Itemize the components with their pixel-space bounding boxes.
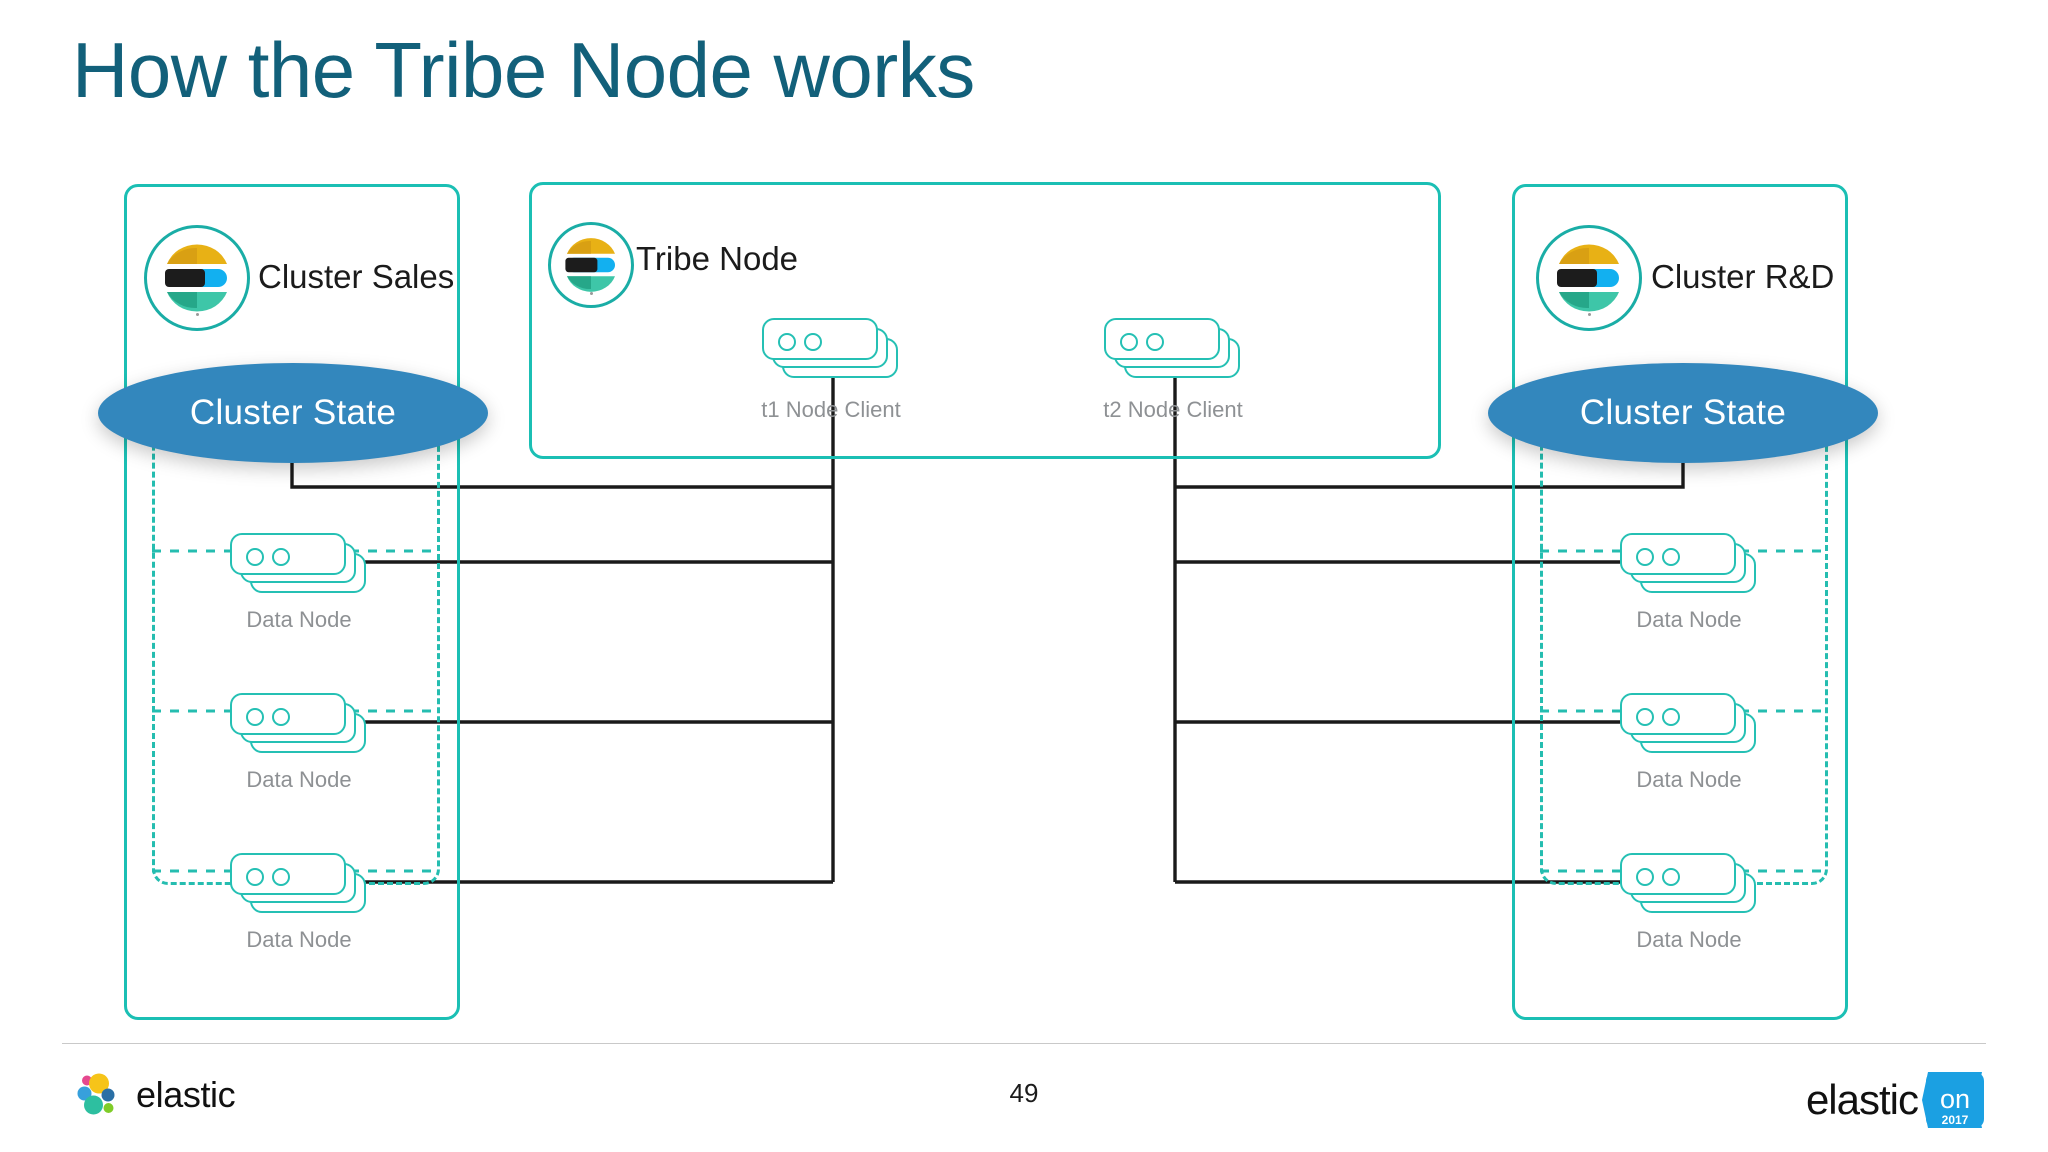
drive-bay-icon	[1146, 333, 1164, 351]
drive-bay-icon	[272, 548, 290, 566]
elastic-brand-logo: elastic	[72, 1070, 236, 1120]
badge-dot	[589, 292, 593, 296]
stack-layer-front	[1104, 318, 1220, 360]
tribe-client-label: t2 Node Client	[1103, 397, 1243, 422]
server-stack-icon[interactable]	[1620, 853, 1756, 915]
server-stack-icon[interactable]	[1620, 693, 1756, 755]
elastic-e-icon	[548, 222, 634, 308]
footer-divider	[62, 1043, 1986, 1044]
tribe-node-container[interactable]	[529, 182, 1441, 459]
stack-layer-front	[762, 318, 878, 360]
elastic-e-icon	[144, 225, 250, 331]
badge-dot	[1587, 313, 1591, 316]
page-title: How the Tribe Node works	[72, 26, 975, 114]
tribe-node-label: Tribe Node	[636, 240, 799, 277]
cluster-rd-label: Cluster R&D	[1651, 258, 1835, 295]
stack-layer-front	[230, 853, 346, 895]
drive-bay-icon	[1636, 708, 1654, 726]
stack-layer-front	[1620, 693, 1736, 735]
drive-bay-icon	[1662, 548, 1680, 566]
elasticon-year-text: 2017	[1942, 1113, 1969, 1127]
page-number: 49	[1009, 1078, 1039, 1108]
stack-layer-front	[230, 693, 346, 735]
data-node-label: Data Node	[1636, 927, 1742, 952]
drive-bay-icon	[272, 708, 290, 726]
drive-bay-icon	[1120, 333, 1138, 351]
cluster-sales-state-ellipse: Cluster State	[98, 363, 488, 463]
cluster-sales-data-nodes-group	[152, 430, 440, 885]
drive-bay-icon	[1662, 868, 1680, 886]
server-stack-icon[interactable]	[230, 853, 366, 915]
stack-layer-front	[1620, 533, 1736, 575]
elasticon-logo: elastic on 2017	[1806, 1068, 1992, 1132]
cluster-sales-label: Cluster Sales	[258, 258, 455, 295]
server-stack-icon[interactable]	[230, 693, 366, 755]
cluster-rd-container[interactable]	[1512, 184, 1848, 1020]
server-stack-icon[interactable]	[762, 318, 898, 380]
cluster-state-label: Cluster State	[1579, 393, 1787, 432]
data-node-label: Data Node	[246, 607, 352, 632]
data-node-label: Data Node	[246, 767, 352, 792]
cluster-rd-state-ellipse: Cluster State	[1488, 363, 1878, 463]
drive-bay-icon	[246, 708, 264, 726]
stack-layer-front	[1620, 853, 1736, 895]
drive-bay-icon	[246, 868, 264, 886]
tribe-client-label: t1 Node Client	[761, 397, 901, 422]
cluster-state-label: Cluster State	[189, 393, 397, 432]
badge-dot	[195, 313, 199, 316]
elasticon-on-text: on	[1940, 1084, 1970, 1114]
data-node-label: Data Node	[246, 927, 352, 952]
drive-bay-icon	[272, 868, 290, 886]
data-node-label: Data Node	[1636, 607, 1742, 632]
drive-bay-icon	[1636, 548, 1654, 566]
elastic-bloom-icon	[77, 1073, 115, 1115]
cluster-rd-data-nodes-group	[1540, 430, 1828, 885]
server-stack-icon[interactable]	[230, 533, 366, 595]
server-stack-icon[interactable]	[1104, 318, 1240, 380]
stack-layer-front	[230, 533, 346, 575]
drive-bay-icon	[246, 548, 264, 566]
drive-bay-icon	[778, 333, 796, 351]
elastic-wordmark: elastic	[136, 1074, 236, 1115]
elasticon-wordmark: elastic	[1805, 1076, 1919, 1123]
cluster-sales-container[interactable]	[124, 184, 460, 1020]
drive-bay-icon	[1662, 708, 1680, 726]
elasticon-badge-icon: on 2017	[1922, 1072, 1984, 1128]
elastic-e-icon	[1536, 225, 1642, 331]
data-node-label: Data Node	[1636, 767, 1742, 792]
server-stack-icon[interactable]	[1620, 533, 1756, 595]
drive-bay-icon	[1636, 868, 1654, 886]
drive-bay-icon	[804, 333, 822, 351]
